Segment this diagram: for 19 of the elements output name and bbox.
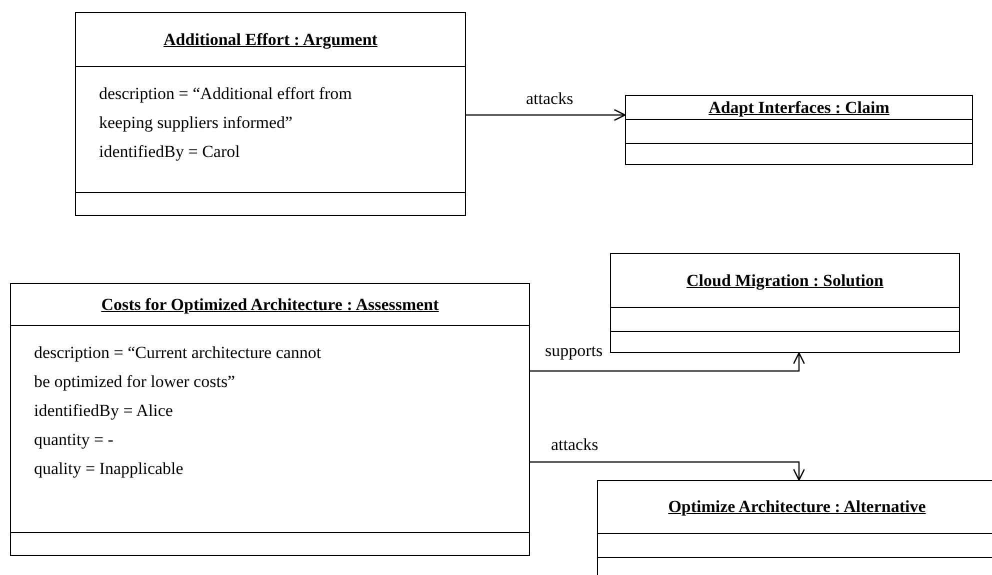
object-box [75, 12, 466, 216]
object-title: Optimize Architecture : Alternative [668, 497, 926, 517]
object-title: Additional Effort : Argument [164, 30, 378, 50]
object-box [10, 283, 530, 556]
arrow [530, 352, 806, 372]
attribute-text: description = “Current architecture cannot be optimized for lower costs” [34, 342, 322, 393]
attribute-text: identifiedBy = Alice [34, 400, 174, 422]
object-box [610, 253, 960, 353]
object-box [625, 95, 973, 165]
arrow [466, 108, 626, 122]
arrow [530, 461, 806, 481]
object-title: Cloud Migration : Solution [686, 270, 884, 290]
attribute-text: identifiedBy = Carol [99, 141, 241, 163]
object-box [597, 480, 992, 575]
object-title: Adapt Interfaces : Claim [708, 98, 890, 118]
attribute-text: quantity = - [34, 429, 114, 451]
attribute-text: description = “Additional effort from keeping suppliers informed” [99, 83, 353, 134]
attribute-text: quality = Inapplicable [34, 458, 184, 480]
object-title: Costs for Optimized Architecture : Assessment [101, 294, 439, 314]
